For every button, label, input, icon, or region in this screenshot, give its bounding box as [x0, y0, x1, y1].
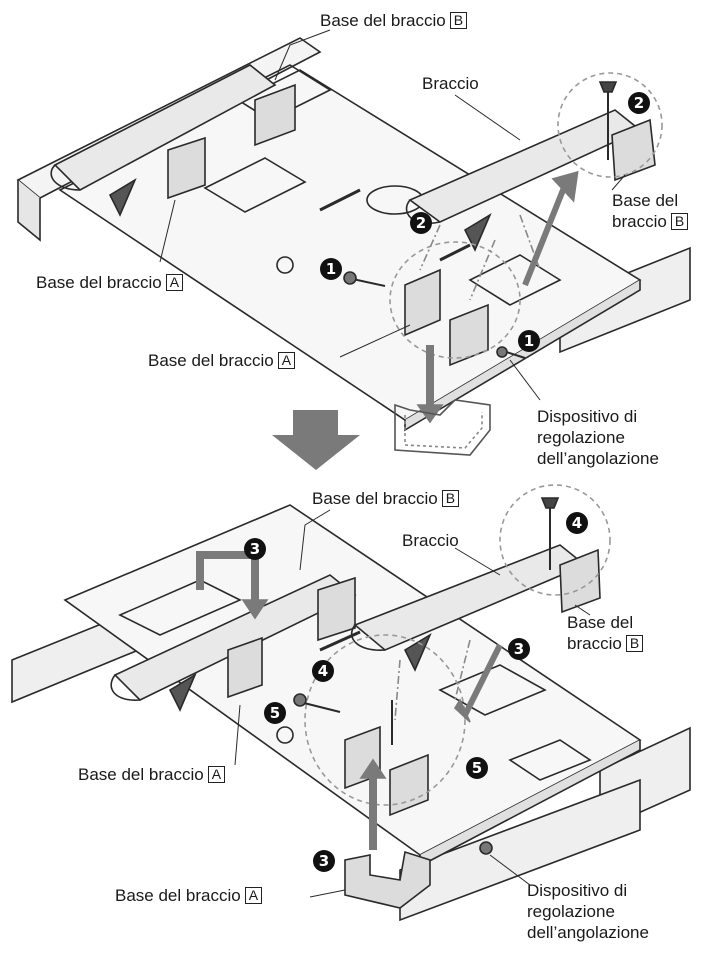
- label-angle-adjuster-top: Dispositivo di regolazione dell’angolazi…: [537, 406, 707, 469]
- box-a: A: [207, 766, 226, 783]
- bottom-assembly: [11, 484, 691, 922]
- transition-arrow: [272, 410, 360, 470]
- label-line: Base del: [612, 191, 679, 210]
- label-line: Base del: [567, 613, 634, 632]
- box-b: B: [441, 490, 460, 507]
- box-a: A: [244, 887, 263, 904]
- label-line: dell’angolazione: [527, 923, 649, 942]
- step-1-marker: 1: [320, 258, 342, 280]
- bottom-arm-base-b-right: [559, 548, 601, 614]
- step-5-marker: 5: [466, 757, 488, 779]
- top-u-bracket: [394, 399, 491, 456]
- label-line: regolazione: [527, 902, 615, 921]
- top-arm-base-b-left: [254, 83, 296, 147]
- label-angle-adjuster-bottom: Dispositivo di regolazione dell’angolazi…: [527, 880, 707, 943]
- label-text: Base del braccio: [115, 886, 241, 905]
- box-b: B: [625, 635, 644, 652]
- label-arm-bottom: Braccio: [402, 531, 459, 550]
- bottom-bracket-2: [389, 753, 429, 817]
- step-2-marker: 2: [628, 92, 650, 114]
- label-text: Base del braccio: [312, 489, 438, 508]
- step-4-marker: 4: [312, 660, 334, 682]
- label-text: Base del braccio: [36, 273, 162, 292]
- step-3-marker: 3: [244, 538, 266, 560]
- step-3-marker: 3: [313, 850, 335, 872]
- top-left-arm: [53, 64, 277, 191]
- bottom-arm-base-a: [227, 636, 263, 699]
- label-text: braccio: [612, 212, 667, 231]
- step-1-marker: 1: [518, 330, 540, 352]
- label-line: regolazione: [537, 428, 625, 447]
- top-arrow-up: [522, 170, 579, 287]
- label-line: Dispositivo di: [537, 407, 638, 426]
- label-text: Base del braccio: [148, 351, 274, 370]
- bottom-u-bracket: [344, 850, 431, 909]
- step-2-marker: 2: [410, 212, 432, 234]
- label-arm-top: Braccio: [422, 74, 479, 93]
- top-assembly: [16, 37, 691, 456]
- label-text: Base del braccio: [320, 11, 446, 30]
- bottom-arrow-diag: [462, 643, 503, 717]
- label-line: Dispositivo di: [527, 881, 628, 900]
- top-arm-base-a: [167, 136, 206, 200]
- box-a: A: [165, 274, 184, 291]
- bottom-arm-base-b-left: [317, 576, 356, 642]
- step-4-marker: 4: [566, 512, 588, 534]
- top-bracket-a2: [449, 303, 489, 367]
- step-5-marker: 5: [264, 702, 286, 724]
- step-3-marker: 3: [508, 638, 530, 660]
- top-bracket-a1: [404, 268, 441, 337]
- box-b: B: [449, 12, 468, 29]
- bottom-step3-bracket-arrow: [196, 551, 259, 605]
- box-a: A: [277, 352, 296, 369]
- top-arm-base-b-right: [611, 118, 656, 182]
- label-text: Base del braccio: [78, 765, 204, 784]
- box-b: B: [670, 213, 689, 230]
- label-text: braccio: [567, 634, 622, 653]
- label-line: dell’angolazione: [537, 449, 659, 468]
